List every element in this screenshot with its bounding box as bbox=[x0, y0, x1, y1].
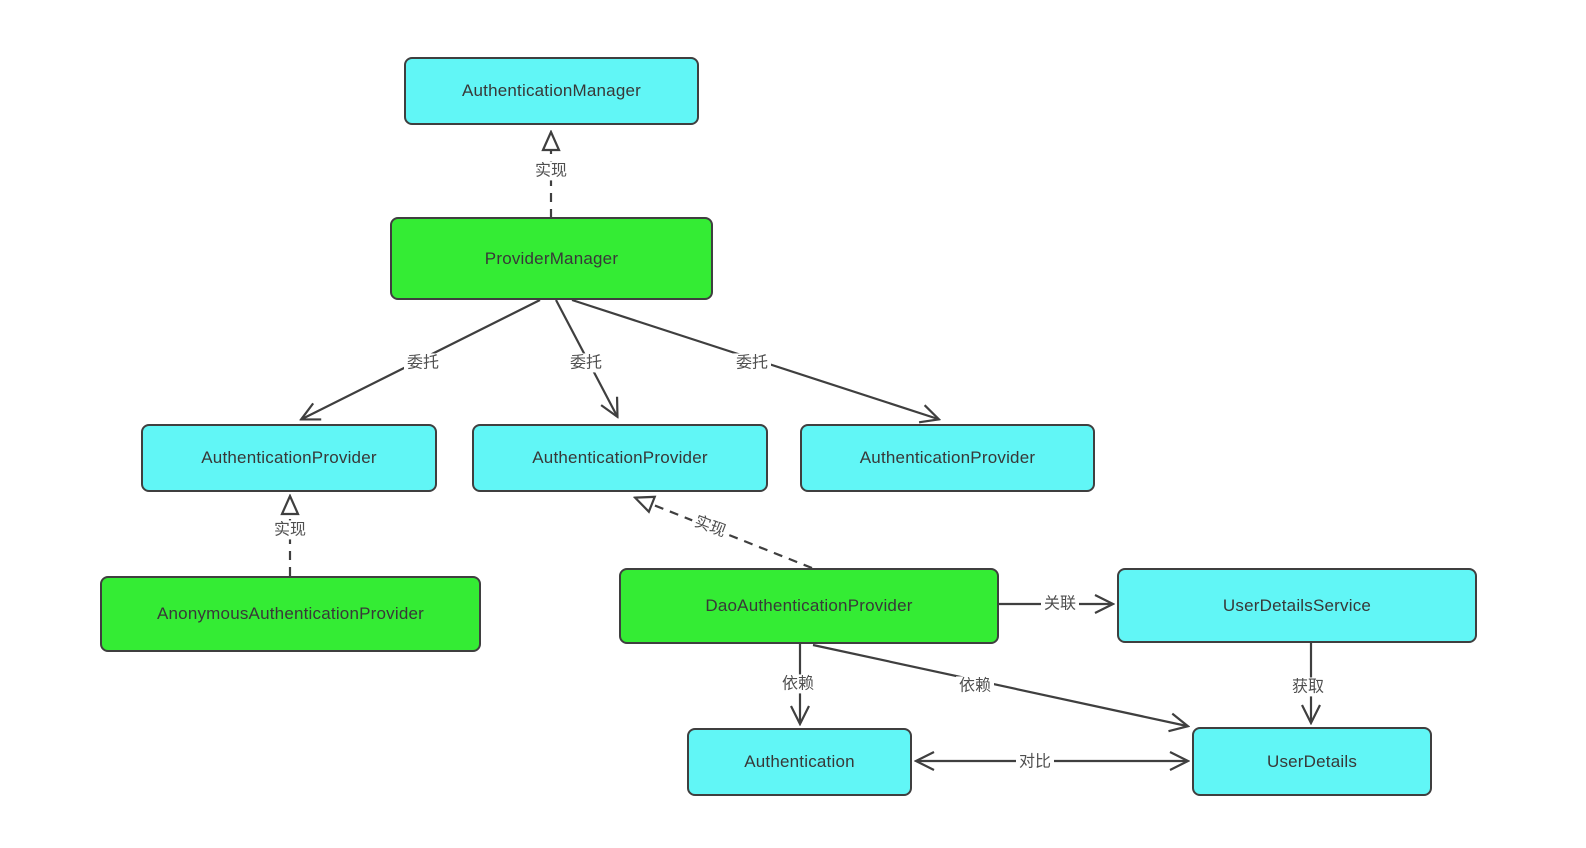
edge-label-delegate-1: 委托 bbox=[403, 353, 443, 373]
node-authentication-provider-3: AuthenticationProvider bbox=[800, 424, 1095, 492]
edge-label-realize-providermanager: 实现 bbox=[531, 161, 571, 181]
edge-label-depend-userdetails: 依赖 bbox=[955, 676, 995, 696]
node-authentication: Authentication bbox=[687, 728, 912, 796]
node-user-details: UserDetails bbox=[1192, 727, 1432, 796]
edge-label-fetch: 获取 bbox=[1288, 677, 1328, 697]
node-dao-authentication-provider: DaoAuthenticationProvider bbox=[619, 568, 999, 644]
edge-label-associate: 关联 bbox=[1040, 594, 1080, 614]
edge-label-compare: 对比 bbox=[1015, 752, 1055, 772]
edge-label-depend-authentication: 依赖 bbox=[778, 674, 818, 694]
edge-label-realize-anonymous: 实现 bbox=[270, 520, 310, 540]
node-authentication-manager: AuthenticationManager bbox=[404, 57, 699, 125]
node-user-details-service: UserDetailsService bbox=[1117, 568, 1477, 643]
edge-depend-userdetails bbox=[812, 643, 1187, 726]
node-authentication-provider-2: AuthenticationProvider bbox=[472, 424, 768, 492]
edge-label-delegate-3: 委托 bbox=[732, 353, 772, 373]
node-authentication-provider-1: AuthenticationProvider bbox=[141, 424, 437, 492]
edge-label-delegate-2: 委托 bbox=[566, 353, 606, 373]
node-provider-manager: ProviderManager bbox=[390, 217, 713, 300]
node-anonymous-authentication-provider: AnonymousAuthenticationProvider bbox=[100, 576, 481, 652]
